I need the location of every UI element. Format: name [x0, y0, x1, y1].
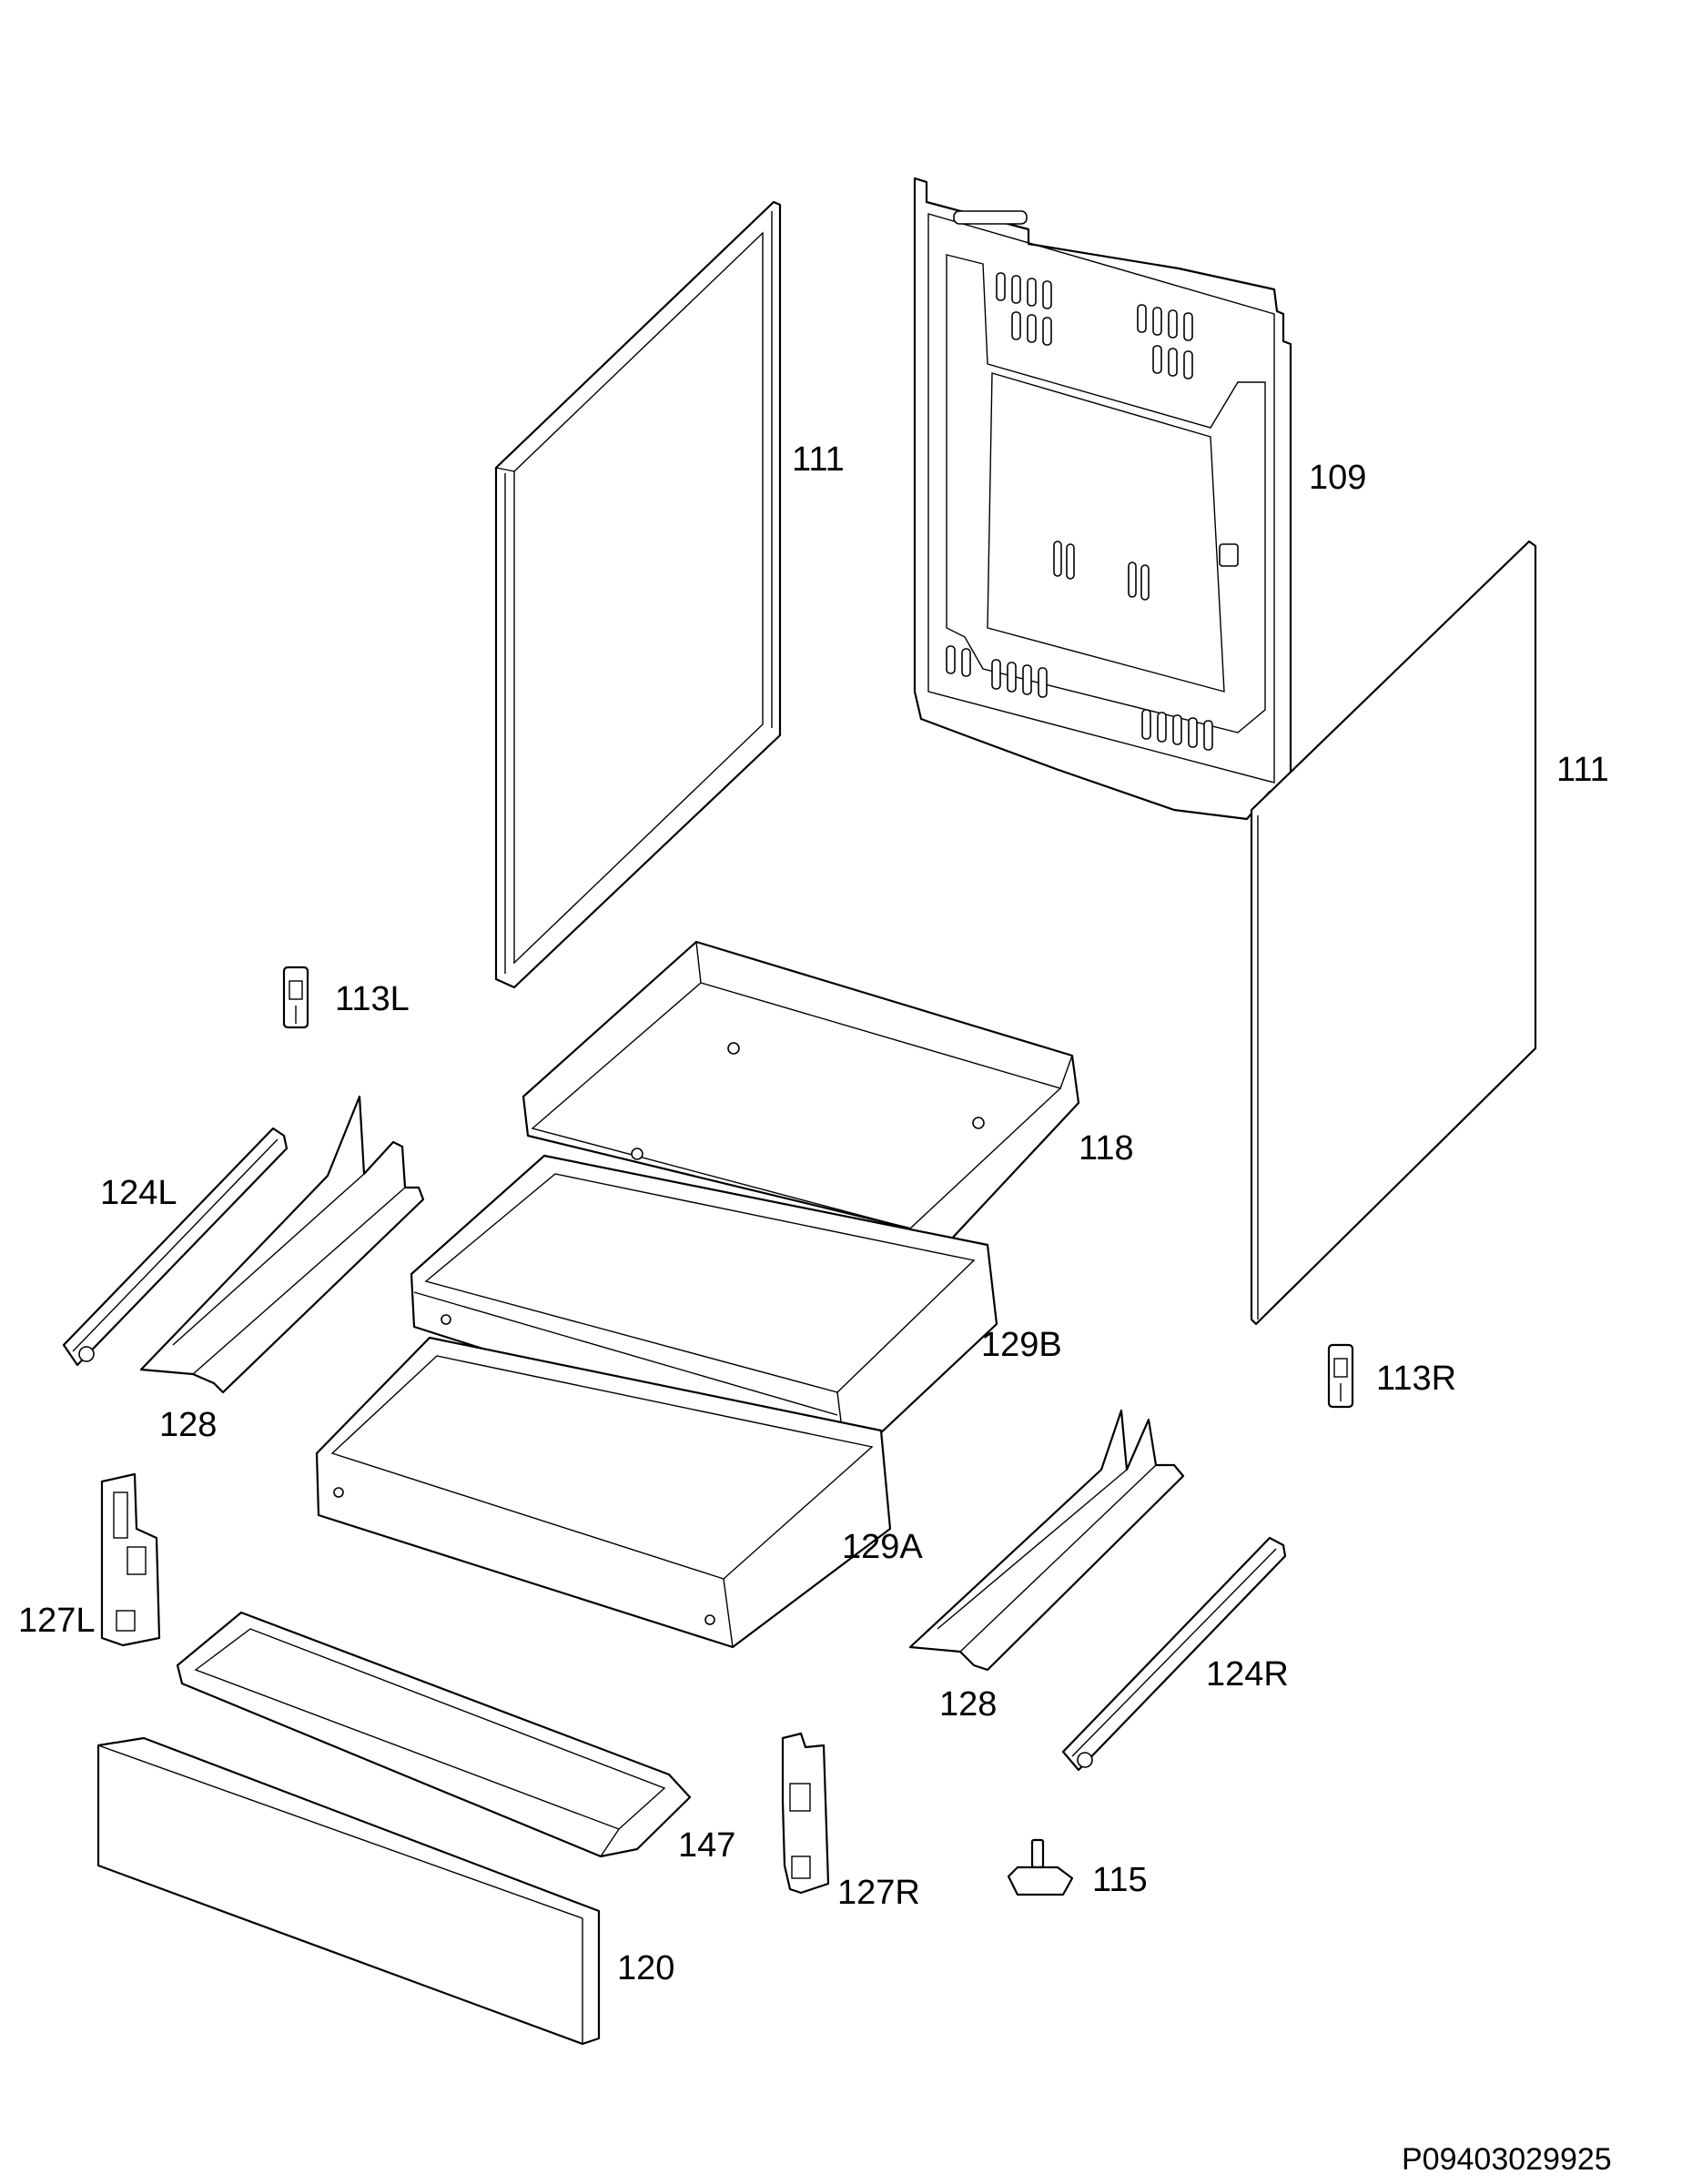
hinge-part-113L	[282, 966, 309, 1029]
rail-part-124L	[62, 1127, 289, 1367]
vent-slots-bottom	[946, 645, 1213, 751]
label-124L: 124L	[100, 1174, 177, 1212]
bracket-part-128-left	[139, 1095, 425, 1394]
label-113R: 113R	[1376, 1360, 1456, 1398]
label-111-side-panel: 111	[1556, 751, 1609, 789]
label-120: 120	[617, 1949, 674, 1987]
label-124R: 124R	[1206, 1655, 1289, 1694]
vent-slots-top-left	[996, 272, 1052, 346]
rail-part-124R	[1061, 1536, 1287, 1772]
side-panel-part-111-right	[1250, 540, 1537, 1326]
label-109-back-panel: 109	[1309, 459, 1366, 497]
hinge-part-113R	[1327, 1343, 1354, 1409]
label-127L: 127L	[18, 1602, 96, 1640]
tray-part-118	[522, 940, 1080, 1285]
drawer-part-129A	[315, 1336, 892, 1649]
label-113L: 113L	[335, 980, 410, 1018]
label-118: 118	[1079, 1129, 1134, 1168]
label-129A: 129A	[842, 1528, 923, 1566]
label-128-right: 128	[939, 1685, 997, 1724]
label-128-left: 128	[159, 1406, 217, 1444]
vent-slots-top-right	[1137, 304, 1193, 379]
label-129B: 129B	[981, 1326, 1062, 1364]
label-147: 147	[678, 1826, 735, 1865]
label-111-frame: 111	[792, 440, 845, 479]
handle-part-147	[176, 1611, 692, 1858]
label-115: 115	[1092, 1861, 1148, 1899]
front-panel-part-120	[96, 1736, 601, 2046]
vent-slots-center	[1053, 541, 1150, 601]
clip-part-127R	[781, 1732, 830, 1895]
label-127R: 127R	[837, 1874, 920, 1912]
bracket-part-128-right	[908, 1409, 1185, 1672]
back-panel-part-109	[913, 177, 1292, 821]
reference-code: P09403029925	[1402, 2142, 1612, 2177]
foot-part-115	[1007, 1838, 1074, 1896]
clip-part-127L	[100, 1472, 161, 1647]
frame-part-111-left	[494, 200, 782, 989]
